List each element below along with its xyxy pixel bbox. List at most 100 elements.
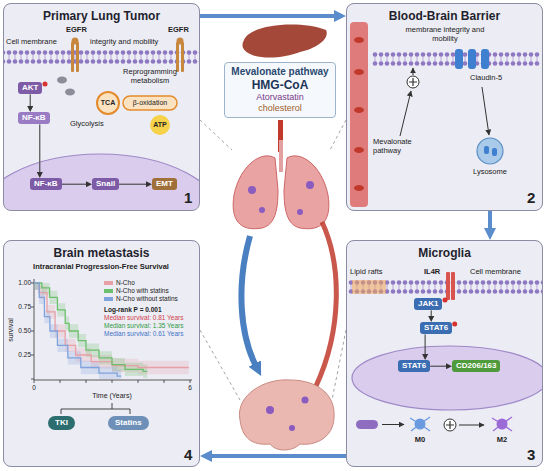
flow-arrow (488, 211, 492, 228)
annotation: TCA (101, 99, 115, 107)
il4r-receptor (446, 272, 455, 300)
microglia-polarization (497, 419, 508, 430)
box-label: STAT6 (424, 323, 448, 333)
claudin-protein (468, 49, 476, 69)
nucleus (4, 154, 199, 210)
signal-arrow (39, 124, 40, 172)
annotation: Lysosome (473, 168, 507, 177)
signal-arrow (430, 366, 446, 367)
legend-row: N-Cho with statins (104, 287, 169, 294)
metabolism-cycle (97, 92, 119, 114)
promote-symbol (407, 76, 419, 88)
il4r-receptor (451, 272, 455, 300)
process-box: NF-κB (30, 178, 62, 190)
nucleus (352, 346, 542, 410)
process-box: NF-κB (18, 112, 50, 124)
cell-membrane (4, 50, 199, 64)
tick-label: 0.25 (18, 351, 31, 358)
annotation: Lipid rafts (350, 268, 383, 277)
box-label: cholesterol (231, 103, 328, 114)
survival-curve (34, 283, 189, 368)
tick-label: 0.75 (18, 303, 31, 310)
process-box: STAT6 (420, 322, 452, 334)
box-label: NF-κB (22, 113, 46, 123)
annotation: ATP (153, 121, 166, 129)
box-label: Snail (96, 179, 115, 189)
phospho-dot (443, 298, 448, 303)
signal-arrow (62, 184, 86, 185)
annotation: Log-rank P = 0.001 (104, 306, 162, 313)
nucleus (4, 154, 199, 210)
microglia-polarization (415, 419, 426, 430)
callout-number: 2 (527, 189, 535, 206)
microglia-polarization (446, 421, 454, 429)
metabolism-cycle (123, 96, 177, 110)
drug-pill: TKI (48, 416, 75, 430)
panel-title: Primary Lung Tumor (4, 9, 199, 23)
box-label: Atorvastatin (231, 92, 328, 103)
cell-membrane (348, 280, 542, 294)
blood-vessel (350, 22, 368, 207)
survival-curve (34, 283, 121, 376)
dashed-leader (200, 330, 240, 400)
microglia-polarization (410, 417, 430, 431)
lungs (233, 156, 278, 229)
lungs (233, 140, 329, 229)
claudin-protein (481, 49, 489, 69)
brain (266, 397, 309, 432)
pathway-arrow (400, 87, 489, 136)
process-box: AKT (18, 82, 42, 94)
tick-label: 0 (32, 384, 36, 391)
blood-vessel (350, 22, 368, 207)
microglia-polarization (492, 417, 512, 431)
box-label: NF-κB (34, 179, 58, 189)
chart-axis (31, 283, 34, 379)
nucleus (352, 346, 542, 410)
microglia-polarization (382, 424, 404, 425)
bracket (61, 403, 130, 414)
lungs (248, 186, 256, 194)
box-label: HMG-CoA (231, 78, 328, 92)
blood-vessel (354, 107, 364, 113)
annotation: Reprogramming metabolism (110, 68, 190, 85)
microglia-polarization (459, 425, 484, 426)
annotation: Claudin-5 (470, 74, 502, 83)
brain (302, 397, 309, 404)
chart-axis (31, 279, 192, 383)
panel-title: Blood-Brain Barrier (347, 9, 542, 23)
egfr-receptor (177, 38, 184, 45)
lungs (279, 140, 283, 172)
box-label: JAK1 (418, 299, 438, 309)
annotation: Cell membrane (6, 38, 57, 47)
panel-ground (346, 3, 543, 211)
lungs (284, 156, 329, 229)
lungs (306, 181, 314, 189)
signal-protein (65, 89, 75, 96)
brain (289, 425, 295, 431)
il4r-receptor (446, 272, 450, 300)
dashed-leader (200, 120, 346, 400)
metabolism-cycle (97, 92, 177, 135)
bracket (61, 403, 130, 414)
signal-arrow (30, 94, 31, 106)
annotation: EGFR (66, 26, 87, 35)
legend-text: N-Cho with statins (116, 287, 169, 294)
box-label: STAT6 (402, 361, 426, 371)
promote-symbol (407, 68, 419, 88)
callout-number: 1 (184, 189, 192, 206)
legend-swatch (104, 281, 113, 285)
process-box: EMT (152, 178, 177, 190)
liver (242, 25, 326, 58)
tick-label: 6 (188, 384, 192, 391)
annotation: Glycolysis (70, 120, 104, 129)
annotation: M2 (497, 436, 507, 445)
chart-axis (34, 279, 192, 380)
box-label: AKT (22, 83, 38, 93)
box-label: EMT (156, 179, 173, 189)
lungs (259, 207, 265, 213)
annotation: Median survival: 0.81 Years (104, 314, 184, 321)
brain (239, 380, 334, 450)
phospho-dot (43, 82, 48, 87)
flow-arrow (200, 14, 334, 18)
